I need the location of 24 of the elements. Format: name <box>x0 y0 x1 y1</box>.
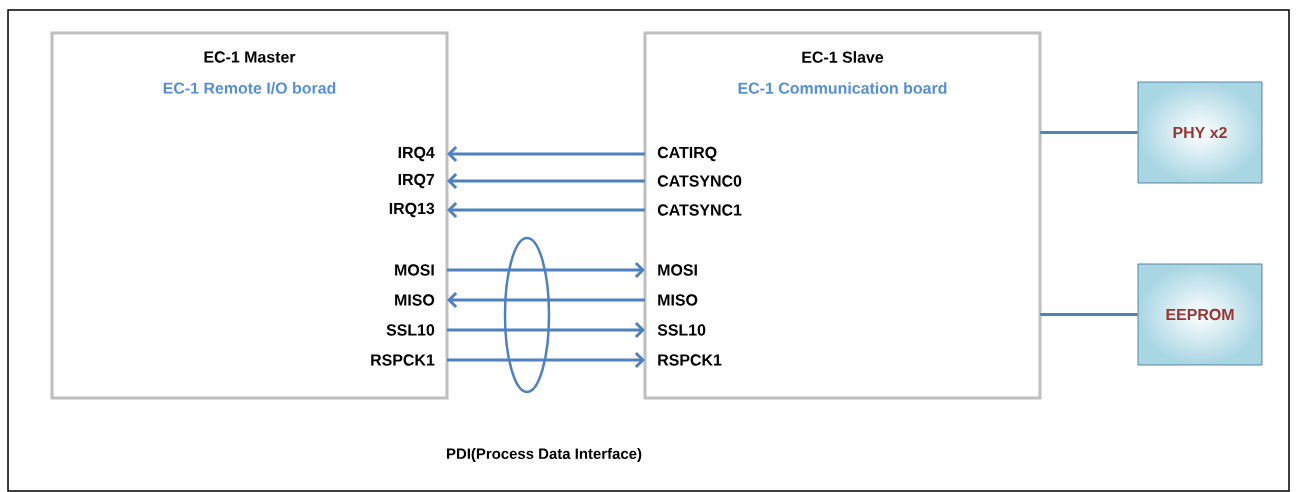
component-box: EEPROM <box>1137 263 1263 366</box>
pin-label: RSPCK1 <box>658 354 722 366</box>
pin-label: SSL10 <box>386 324 435 336</box>
arrow <box>447 172 645 190</box>
pin-label: IRQ4 <box>398 146 435 162</box>
pin-label: CATSYNC0 <box>657 175 742 187</box>
arrow <box>447 291 645 309</box>
arrow <box>447 145 645 163</box>
arrow <box>447 261 645 279</box>
pin-label: MOSI <box>658 264 697 276</box>
pin-label: MISO <box>658 294 698 306</box>
caption-text: PDI(Process Data Interface) <box>447 448 642 462</box>
component-box: PHY x2 <box>1137 81 1263 184</box>
pin-label: CATIRQ <box>657 146 717 162</box>
pin-label: MOSI <box>395 264 434 276</box>
arrow <box>447 351 645 369</box>
pin-label: RSPCK1 <box>371 354 435 366</box>
pin-label: SSL10 <box>657 324 706 336</box>
arrow <box>447 321 645 339</box>
pin-label: IRQ13 <box>389 202 435 218</box>
arrow <box>447 201 645 219</box>
pin-label: CATSYNC1 <box>657 204 742 216</box>
pin-label: IRQ7 <box>398 173 435 189</box>
pin-label: MISO <box>395 294 435 306</box>
